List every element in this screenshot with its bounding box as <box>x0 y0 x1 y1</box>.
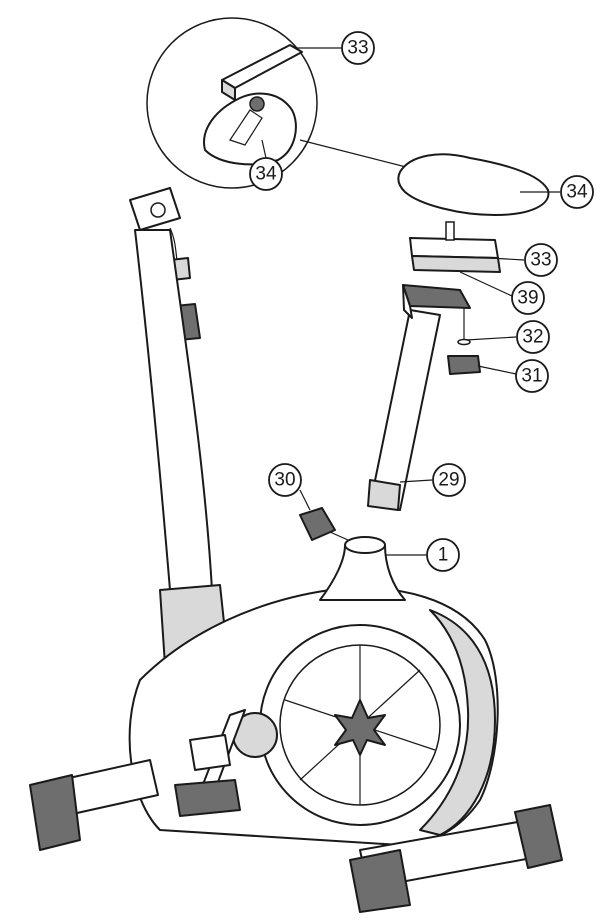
callout-label: 33 <box>347 38 368 59</box>
washer <box>457 338 471 346</box>
callout-29: 29 <box>432 463 466 497</box>
callout-33-slider: 33 <box>524 243 558 277</box>
callout-label: 1 <box>438 545 449 566</box>
callout-1: 1 <box>426 538 460 572</box>
callout-label: 33 <box>530 250 551 271</box>
base-stabilizers <box>29 759 563 913</box>
inset-to-seat-leader <box>299 139 411 169</box>
callout-label: 30 <box>274 470 295 491</box>
seat <box>397 153 550 216</box>
callout-label: 32 <box>522 327 543 348</box>
callout-32: 32 <box>516 320 550 354</box>
tension-knob <box>299 507 336 541</box>
callout-30: 30 <box>268 463 302 497</box>
callout-34-inset: 34 <box>249 157 283 191</box>
callout-label: 34 <box>566 182 588 203</box>
callout-33-inset: 33 <box>341 31 375 65</box>
callout-39: 39 <box>511 281 545 315</box>
handlebar-post <box>129 187 229 666</box>
callout-34-seat: 34 <box>560 175 594 209</box>
seat-slider <box>409 221 501 273</box>
callout-label: 39 <box>517 288 538 309</box>
callout-31: 31 <box>515 359 549 393</box>
detail-inset <box>146 17 318 189</box>
seat-post <box>367 284 471 511</box>
callout-label: 34 <box>255 164 277 185</box>
leader-lines <box>261 47 560 556</box>
knob-nut <box>447 355 481 375</box>
callout-label: 29 <box>438 470 459 491</box>
callout-label: 31 <box>521 366 542 387</box>
pedal-assembly <box>174 709 278 817</box>
